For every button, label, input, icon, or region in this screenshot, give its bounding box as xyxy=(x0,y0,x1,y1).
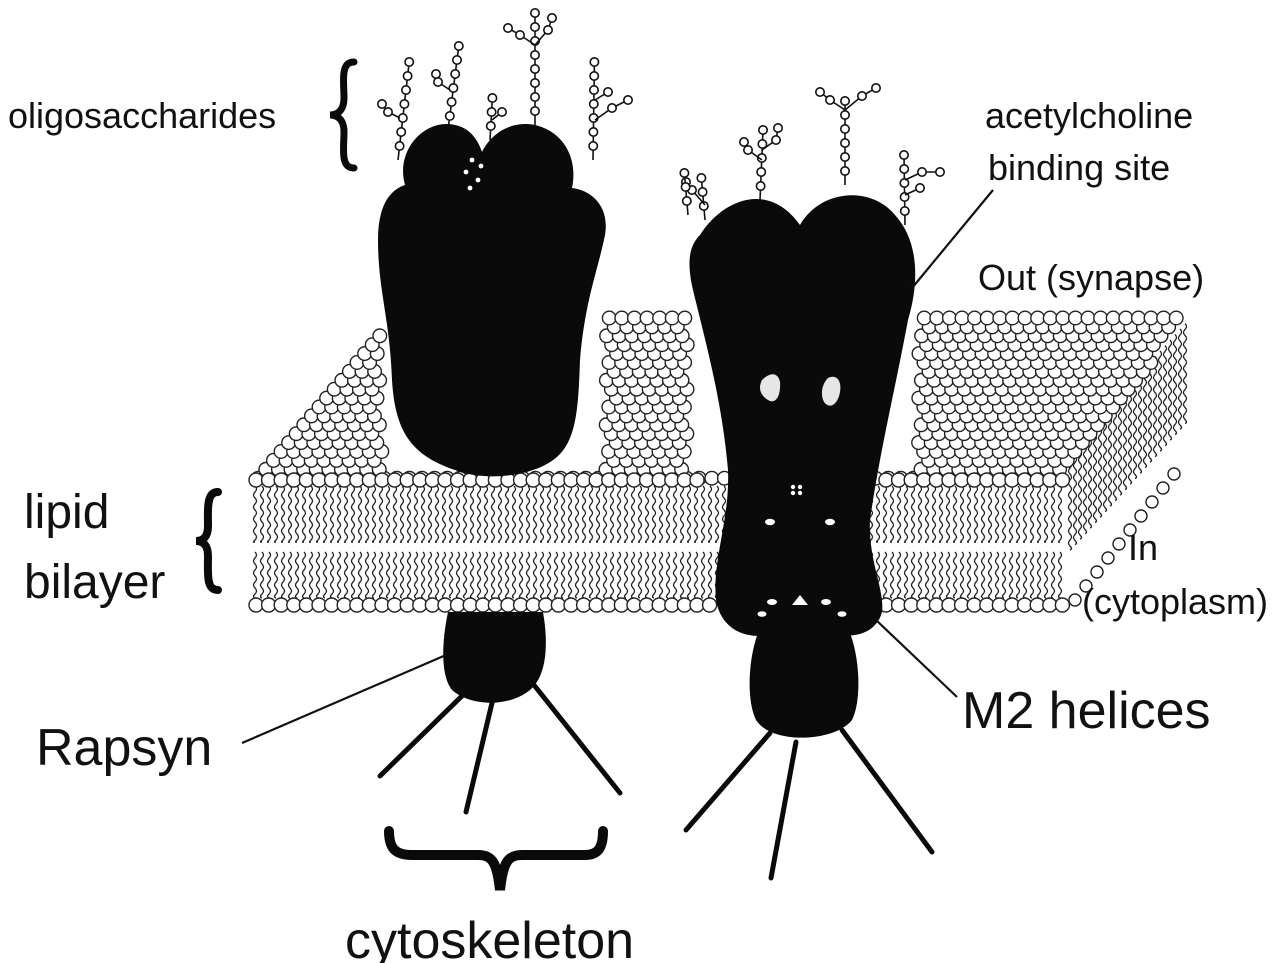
receptor-left xyxy=(378,124,606,476)
label-in: In xyxy=(1128,527,1158,568)
label-cytoskeleton: cytoskeleton xyxy=(345,912,634,963)
rapsyn-protein xyxy=(443,612,546,703)
oligosaccharides-brace xyxy=(330,62,354,168)
label-oligosaccharides: oligosaccharides xyxy=(8,95,276,136)
label-cytoplasm: (cytoplasm) xyxy=(1082,581,1268,622)
label-acetylcholine-binding-site-line2: binding site xyxy=(988,147,1170,188)
receptor-right-cutaway xyxy=(689,195,915,636)
label-acetylcholine-binding-site-line1: acetylcholine xyxy=(985,95,1193,136)
cytoplasmic-domain xyxy=(750,628,859,738)
label-rapsyn: Rapsyn xyxy=(36,719,212,777)
label-out-synapse: Out (synapse) xyxy=(978,257,1204,298)
label-lipid: lipid xyxy=(24,486,109,539)
label-m2-helices: M2 helices xyxy=(962,682,1211,740)
cytoskeleton-brace xyxy=(389,831,603,890)
lipid-bilayer-brace xyxy=(196,492,218,590)
label-bilayer: bilayer xyxy=(24,556,165,609)
